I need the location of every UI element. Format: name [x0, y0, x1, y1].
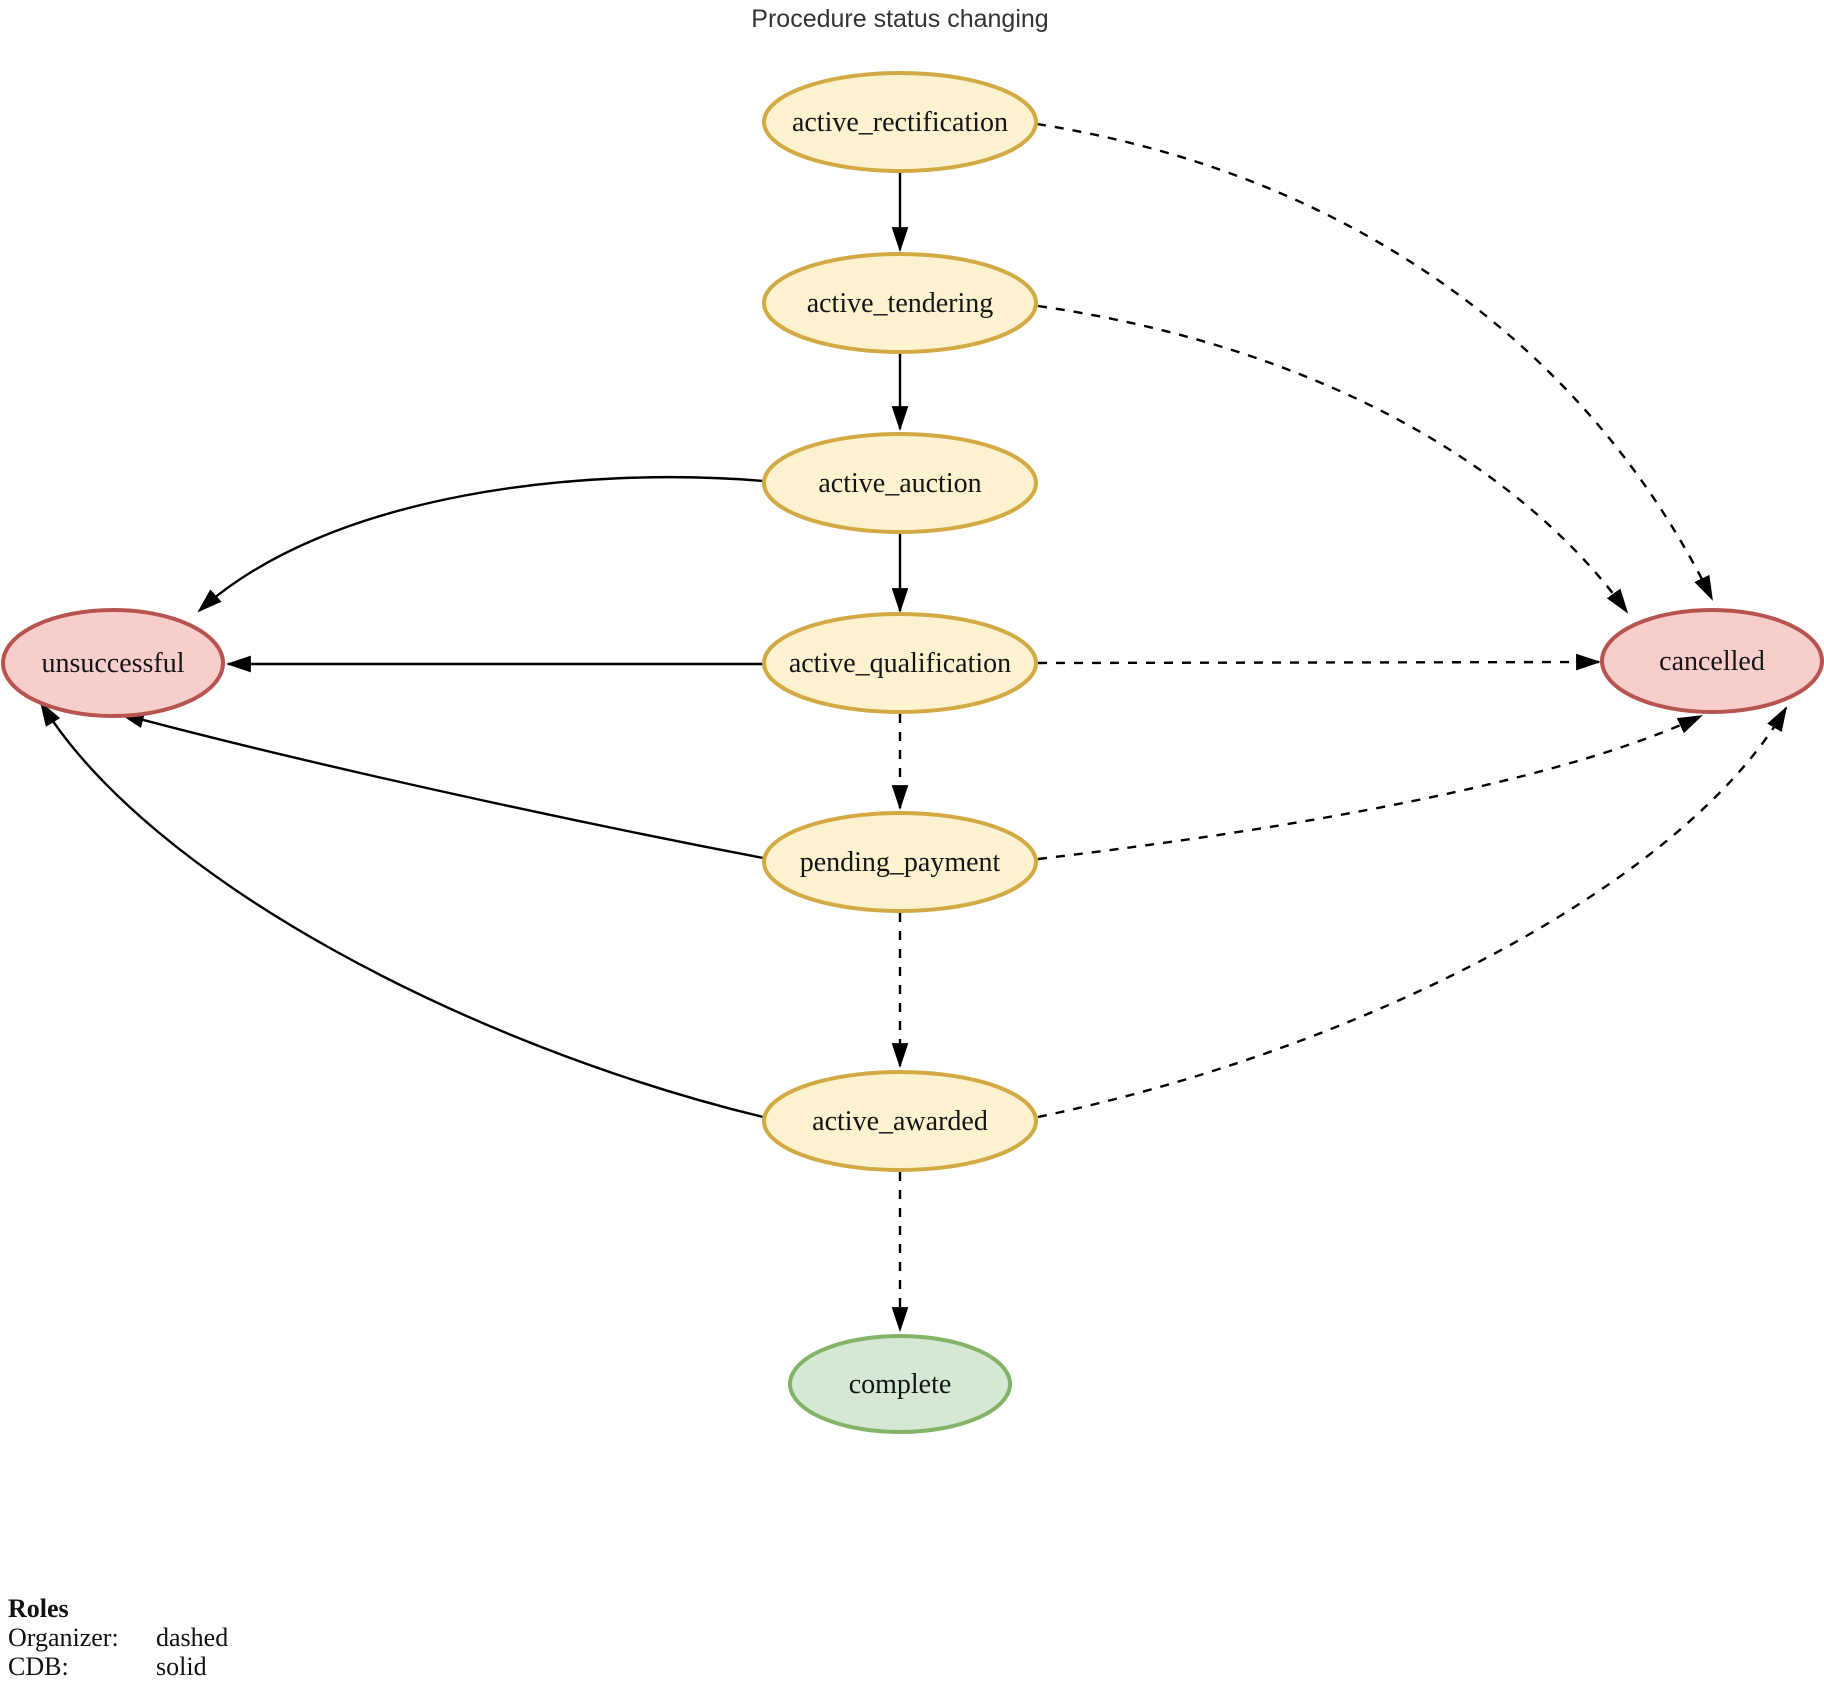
node-active_rectification: active_rectification: [762, 71, 1038, 173]
node-unsuccessful: unsuccessful: [1, 608, 225, 718]
node-shape-active_awarded: [762, 1070, 1038, 1172]
node-label-active_auction: active_auction: [818, 468, 981, 499]
node-active_awarded: active_awarded: [762, 1070, 1038, 1172]
edge-pending_payment-to-unsuccessful: [118, 711, 764, 860]
node-label-unsuccessful: unsuccessful: [41, 648, 184, 679]
legend-style-cdb: solid: [156, 1652, 207, 1681]
node-active_auction: active_auction: [762, 432, 1038, 534]
legend-style-organizer: dashed: [156, 1623, 229, 1652]
node-shape-active_rectification: [762, 71, 1038, 173]
edge-active_rectification-to-cancelled: [1036, 122, 1714, 601]
diagram-title: Procedure status changing: [751, 5, 1049, 33]
node-active_qualification: active_qualification: [762, 612, 1038, 714]
node-shape-active_tendering: [762, 252, 1038, 354]
node-shape-unsuccessful: [1, 608, 225, 718]
node-complete: complete: [788, 1334, 1012, 1434]
node-label-active_qualification: active_qualification: [789, 648, 1011, 679]
legend-heading: Roles: [8, 1594, 69, 1623]
node-label-active_tendering: active_tendering: [807, 288, 994, 319]
node-label-cancelled: cancelled: [1659, 646, 1765, 677]
edge-active_awarded-to-cancelled: [1037, 706, 1788, 1119]
edge-active_qualification-to-cancelled: [1037, 653, 1602, 671]
node-label-active_rectification: active_rectification: [792, 107, 1008, 138]
legend-row-cdb: CDB: solid: [8, 1652, 228, 1681]
node-label-pending_payment: pending_payment: [800, 847, 1001, 878]
node-shape-complete: [788, 1334, 1012, 1434]
node-shape-active_auction: [762, 432, 1038, 534]
node-shape-active_qualification: [762, 612, 1038, 714]
node-label-active_awarded: active_awarded: [812, 1106, 988, 1137]
edge-active_awarded-to-unsuccessful: [39, 701, 764, 1119]
node-shape-cancelled: [1600, 608, 1824, 714]
legend-role-cdb: CDB:: [8, 1652, 69, 1681]
edge-pending_payment-to-cancelled: [1037, 714, 1703, 861]
nodes-layer: active_rectification active_tenderingacti…: [1, 71, 1824, 1434]
node-pending_payment: pending_payment: [762, 811, 1038, 913]
edge-active_tendering-to-cancelled: [1037, 304, 1629, 614]
edges-layer: [39, 122, 1788, 1333]
node-cancelled: cancelled: [1600, 608, 1824, 714]
node-shape-pending_payment: [762, 811, 1038, 913]
node-active_tendering: active_tendering: [762, 252, 1038, 354]
node-label-complete: complete: [849, 1369, 952, 1400]
edge-active_auction-to-unsuccessful: [197, 475, 765, 613]
legend-role-organizer: Organizer:: [8, 1623, 119, 1652]
legend-row-organizer: Organizer: dashed: [8, 1623, 228, 1652]
roles-legend: Roles Organizer: dashed CDB: solid: [8, 1594, 228, 1681]
